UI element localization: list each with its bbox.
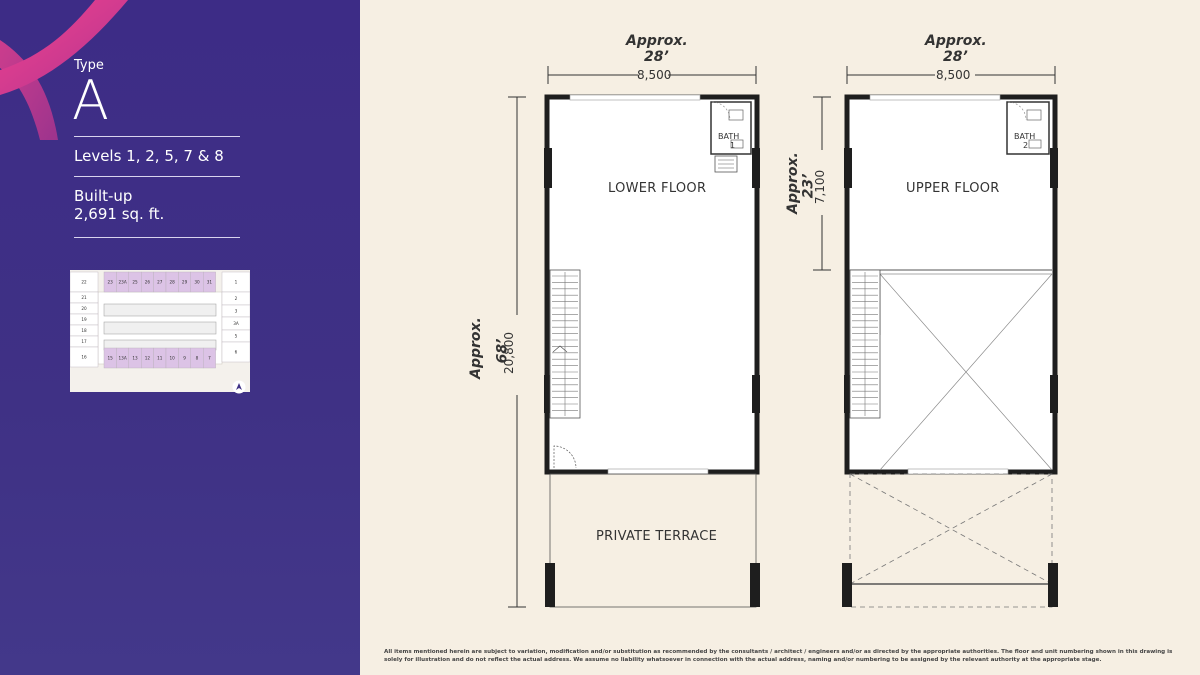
upper-width-approx: Approx. — [925, 33, 987, 49]
lower-floor-title: LOWER FLOOR — [608, 181, 707, 196]
key-unit-2-label: 2 — [235, 296, 238, 301]
key-unit-20-label: 20 — [81, 306, 87, 311]
lower-width-mm: 8,500 — [637, 68, 672, 82]
key-unit-28-label: 28 — [170, 280, 176, 285]
key-unit-17-label: 17 — [81, 339, 87, 344]
builtup-value: 2,691 sq. ft. — [74, 205, 165, 223]
unit-type-letter: A — [72, 69, 109, 132]
key-unit-29-label: 29 — [182, 280, 188, 285]
lower-length-mm: 20,800 — [502, 332, 516, 374]
key-unit-11-label: 11 — [157, 356, 163, 361]
key-unit-5-label: 5 — [235, 334, 238, 339]
key-unit-31-label: 31 — [207, 280, 213, 285]
key-unit-15-label: 15 — [108, 356, 114, 361]
key-unit-10-label: 10 — [170, 356, 176, 361]
key-unit-31 — [202, 271, 216, 293]
upper-floor-plan — [842, 94, 1058, 608]
private-terrace-label: PRIVATE TERRACE — [596, 529, 718, 544]
upper-width-mm: 8,500 — [936, 68, 971, 82]
disclaimer-text: All items mentioned herein are subject t… — [384, 649, 1173, 663]
key-unit-26-label: 26 — [145, 280, 151, 285]
brand-x-logo-icon — [0, 0, 128, 140]
divider — [74, 136, 240, 137]
upper-floor-title: UPPER FLOOR — [906, 181, 1000, 196]
key-unit-19-label: 19 — [81, 317, 87, 322]
key-unit-8-label: 8 — [196, 356, 199, 361]
lower-floor-plan — [544, 94, 760, 608]
key-unit-21-label: 21 — [81, 295, 87, 300]
key-unit-13A-label: 13A — [118, 356, 126, 361]
key-unit-1-label: 1 — [235, 280, 238, 285]
upper-depth-approx: Approx. — [784, 152, 801, 214]
key-unit-6-label: 6 — [235, 350, 238, 355]
lower-length-approx: Approx. — [467, 317, 484, 379]
lower-width-approx: Approx. — [626, 33, 688, 49]
key-unit-30-label: 30 — [194, 280, 200, 285]
key-unit-25-label: 25 — [132, 280, 138, 285]
builtup-label: Built-up — [74, 187, 133, 205]
upper-depth-mm: 7,100 — [813, 169, 828, 205]
key-unit-16 — [69, 346, 99, 368]
divider — [74, 237, 240, 238]
key-unit-12-label: 12 — [145, 356, 151, 361]
lower-width-feet: 28’ — [644, 49, 669, 65]
upper-width-feet: 28’ — [943, 49, 968, 65]
unit-levels: Levels 1, 2, 5, 7 & 8 — [74, 147, 224, 165]
key-unit-3A-label: 3A — [233, 321, 239, 326]
unit-type-label: Type — [74, 58, 104, 73]
key-unit-23-label: 23 — [108, 280, 114, 285]
key-unit-27-label: 27 — [157, 280, 163, 285]
floor-plan-area: Approx. 28’ 8,500 Approx. 68’ 20,800 LOW… — [360, 0, 1200, 675]
bath-1-number: 1 — [730, 141, 736, 150]
bath-2-label: BATH — [1014, 132, 1036, 141]
key-unit-7 — [202, 347, 216, 369]
key-unit-3-label: 3 — [235, 309, 238, 314]
divider — [74, 176, 240, 177]
unit-info-panel: Type A Levels 1, 2, 5, 7 & 8 Built-up 2,… — [0, 0, 360, 675]
key-unit-16-label: 16 — [81, 355, 87, 360]
north-arrow-icon — [232, 380, 246, 394]
key-unit-22-label: 22 — [81, 280, 87, 285]
bath-2-number: 2 — [1023, 141, 1029, 150]
key-unit-18-label: 18 — [81, 328, 87, 333]
key-unit-7-label: 7 — [208, 356, 211, 361]
key-unit-23A-label: 23A — [118, 280, 126, 285]
key-unit-13-label: 13 — [132, 356, 138, 361]
key-unit-9-label: 9 — [183, 356, 186, 361]
floor-plan-drawing — [508, 66, 1058, 608]
bath-1-label: BATH — [718, 132, 740, 141]
